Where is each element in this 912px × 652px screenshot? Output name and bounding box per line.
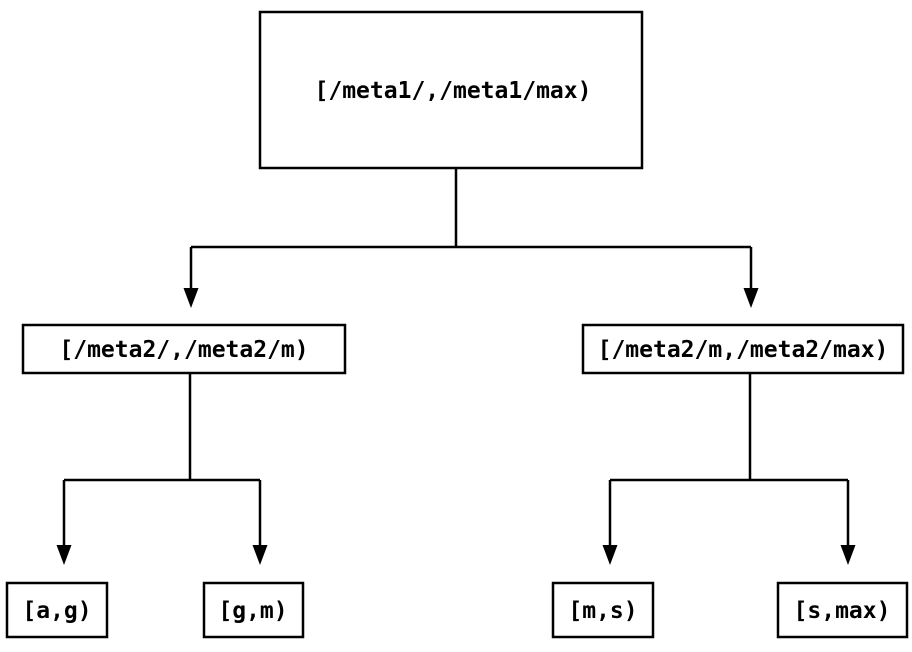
node-label-meta2-left: [/meta2/,/meta2/m)	[59, 337, 308, 363]
node-box-meta2-left	[21, 323, 347, 375]
node-box-leaf-smax	[776, 581, 909, 639]
arrowhead-down-icon	[56, 545, 72, 565]
node-box-leaf-ms	[551, 581, 655, 639]
node-label-meta2-right: [/meta2/m,/meta2/max)	[598, 337, 889, 363]
node-label-leaf-ag: [a,g)	[22, 598, 91, 624]
arrowhead-down-icon	[602, 545, 618, 565]
node-box-leaf-ag	[5, 581, 109, 639]
arrowhead-down-icon	[183, 288, 199, 308]
arrowhead-down-icon	[743, 288, 759, 308]
node-box-meta2-right	[581, 323, 905, 375]
node-label-leaf-gm: [g,m)	[218, 598, 287, 624]
node-box-root	[258, 10, 644, 170]
arrowhead-down-icon	[840, 545, 856, 565]
node-label-root: [/meta1/,/meta1/max)	[315, 78, 592, 104]
node-box-leaf-gm	[202, 581, 305, 639]
arrowhead-down-icon	[252, 545, 268, 565]
node-label-leaf-smax: [s,max)	[794, 598, 891, 624]
node-label-leaf-ms: [m,s)	[568, 598, 637, 624]
